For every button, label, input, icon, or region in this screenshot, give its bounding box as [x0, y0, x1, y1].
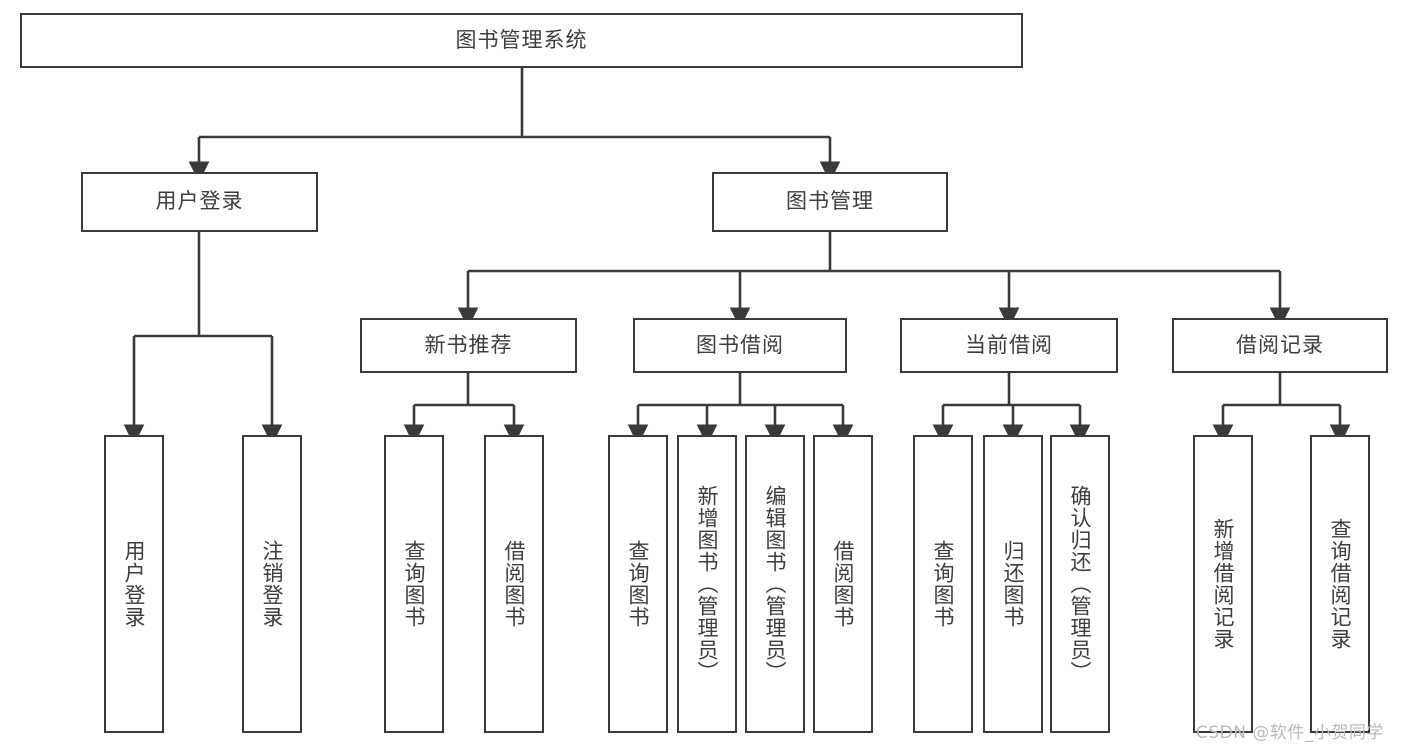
node-label: 编辑图书（管理员）: [763, 485, 788, 683]
leaf-add-borrow-record[interactable]: 新增借阅记录: [1193, 435, 1253, 733]
node-label: 图书管理系统: [455, 27, 588, 52]
leaf-query-book-recommend[interactable]: 查询图书: [384, 435, 444, 733]
node-book-borrow[interactable]: 图书借阅: [633, 318, 847, 373]
node-label: 借阅图书: [502, 540, 527, 628]
leaf-return-book[interactable]: 归还图书: [983, 435, 1043, 733]
node-label: 查询图书: [931, 540, 956, 628]
leaf-logout-login[interactable]: 注销登录: [242, 435, 302, 733]
node-label: 新书推荐: [424, 332, 513, 357]
node-label: 归还图书: [1001, 540, 1026, 628]
node-label: 注销登录: [260, 540, 285, 628]
node-label: 确认归还（管理员）: [1068, 485, 1093, 683]
node-new-book-recommend[interactable]: 新书推荐: [360, 318, 577, 373]
leaf-add-book-admin[interactable]: 新增图书（管理员）: [677, 435, 737, 733]
leaf-confirm-return-admin[interactable]: 确认归还（管理员）: [1050, 435, 1110, 733]
node-label: 借阅记录: [1236, 332, 1324, 357]
node-label: 图书借阅: [696, 332, 784, 357]
node-label: 借阅图书: [831, 540, 856, 628]
leaf-user-login[interactable]: 用户登录: [104, 435, 164, 733]
node-user-login[interactable]: 用户登录: [81, 172, 318, 232]
node-label: 查询图书: [402, 540, 427, 628]
node-book-management[interactable]: 图书管理: [712, 172, 948, 232]
leaf-edit-book-admin[interactable]: 编辑图书（管理员）: [745, 435, 805, 733]
node-label: 查询图书: [626, 540, 651, 628]
watermark-text: CSDN @软件_小贺同学: [1196, 723, 1384, 743]
leaf-query-book-current[interactable]: 查询图书: [913, 435, 973, 733]
leaf-borrow-book[interactable]: 借阅图书: [813, 435, 873, 733]
leaf-borrow-book-recommend[interactable]: 借阅图书: [484, 435, 544, 733]
node-root-book-management-system[interactable]: 图书管理系统: [20, 13, 1023, 68]
csdn-watermark: CSDN @软件_小贺同学: [1196, 718, 1384, 743]
node-label: 用户登录: [155, 189, 244, 214]
leaf-query-borrow-record[interactable]: 查询借阅记录: [1310, 435, 1370, 733]
node-label: 当前借阅: [965, 332, 1053, 357]
leaf-query-book-borrow[interactable]: 查询图书: [608, 435, 668, 733]
node-label: 新增借阅记录: [1211, 518, 1236, 650]
node-borrow-record[interactable]: 借阅记录: [1172, 318, 1388, 373]
node-label: 查询借阅记录: [1328, 518, 1353, 650]
node-label: 新增图书（管理员）: [695, 485, 720, 683]
node-current-borrow[interactable]: 当前借阅: [900, 318, 1118, 373]
node-label: 图书管理: [786, 189, 874, 214]
node-label: 用户登录: [122, 540, 147, 628]
